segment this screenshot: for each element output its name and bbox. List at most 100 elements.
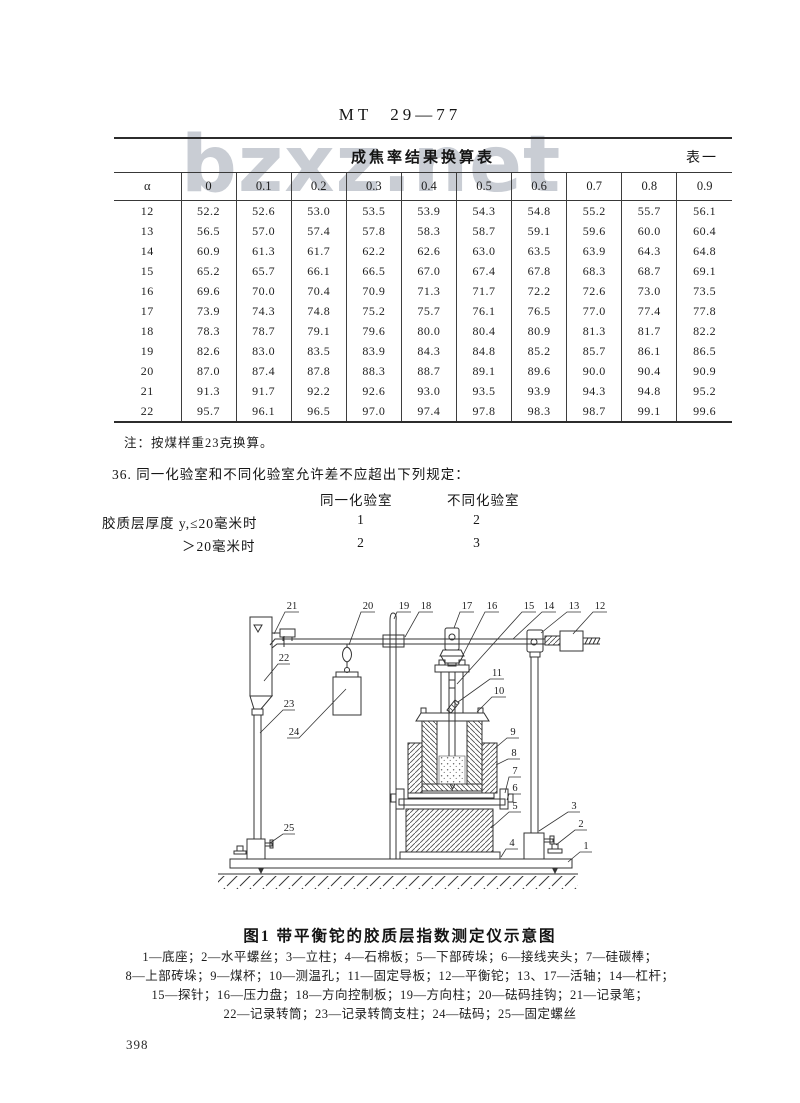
table-cell: 56.5 xyxy=(180,221,237,241)
table-cell: 89.6 xyxy=(511,361,567,381)
table-cell: 68.7 xyxy=(621,261,677,281)
figure-callout-7: 7 xyxy=(512,766,517,777)
table-cell: 66.5 xyxy=(345,261,402,281)
column-header: 0.3 xyxy=(345,172,402,201)
table-cell: 60.4 xyxy=(676,221,732,241)
table-cell: 74.3 xyxy=(235,301,292,321)
allowance-row2-label: ＞20毫米时 xyxy=(182,539,256,554)
table-cell: 88.3 xyxy=(345,361,402,381)
table-cell: 57.4 xyxy=(290,221,347,241)
fixed-guide-plate xyxy=(434,664,470,673)
silicon-carbide-rod xyxy=(407,792,495,799)
row-header: 17 xyxy=(140,303,154,318)
table-cell: 54.8 xyxy=(511,200,567,221)
figure-callout-18: 18 xyxy=(421,601,432,612)
table-cell: 93.5 xyxy=(455,381,512,401)
table-cell: 65.2 xyxy=(180,261,237,281)
table-cell: 85.7 xyxy=(566,341,622,361)
table-cell: 97.4 xyxy=(400,401,457,422)
column-header: 0.6 xyxy=(511,172,567,201)
table-cell: 71.7 xyxy=(455,281,512,301)
figure-callout-23: 23 xyxy=(284,699,295,710)
table-cell: 79.6 xyxy=(345,321,402,341)
allowance-row2-value1: 2 xyxy=(357,535,365,550)
table-cell: 90.4 xyxy=(621,361,677,381)
table-cell: 84.3 xyxy=(400,341,457,361)
figure-callout-8: 8 xyxy=(511,748,516,759)
table-cell: 74.8 xyxy=(290,301,347,321)
legend-line: 1—底座；2—水平螺丝；3—立柱；4—石棉板；5—下部砖垛；6—接线夹头；7—硅… xyxy=(142,950,658,964)
pen-tip-mark xyxy=(253,624,263,634)
table-cell: 54.3 xyxy=(455,200,512,221)
table-cell: 67.8 xyxy=(511,261,567,281)
table-cell: 57.8 xyxy=(345,221,402,241)
table-cell: 80.0 xyxy=(400,321,457,341)
table-cell: 60.0 xyxy=(621,221,677,241)
upper-brick-pile xyxy=(407,742,423,794)
figure-callout-13: 13 xyxy=(569,601,580,612)
table-cell: 58.3 xyxy=(400,221,457,241)
table-cell: 56.1 xyxy=(676,200,732,221)
row-header: 16 xyxy=(140,283,154,298)
table-cell: 62.2 xyxy=(345,241,402,261)
coal-sample xyxy=(438,755,466,785)
figure-callout-20: 20 xyxy=(363,601,374,612)
table-cell: 72.2 xyxy=(511,281,567,301)
table-cell: 78.7 xyxy=(235,321,292,341)
drum-collar xyxy=(251,708,264,716)
table-cell: 77.4 xyxy=(621,301,677,321)
threaded-rod xyxy=(544,635,561,646)
table-cell: 81.7 xyxy=(621,321,677,341)
table-cell: 84.8 xyxy=(455,341,512,361)
table-cell: 96.1 xyxy=(235,401,292,422)
table-cell: 65.7 xyxy=(235,261,292,281)
figure-callout-10: 10 xyxy=(494,686,505,697)
figure-callout-19: 19 xyxy=(399,601,410,612)
lower-brick-pile xyxy=(405,808,494,853)
figure-callout-14: 14 xyxy=(544,601,555,612)
row-header: 22 xyxy=(140,403,154,418)
probe-detail xyxy=(446,699,460,714)
table-cell: 70.0 xyxy=(235,281,292,301)
figure-callout-24: 24 xyxy=(289,727,300,738)
table-cell: 85.2 xyxy=(511,341,567,361)
row-header: 21 xyxy=(140,383,154,398)
table-cell: 90.9 xyxy=(676,361,732,381)
table-title: 成焦率结果换算表 xyxy=(350,150,495,166)
leveling-spikes xyxy=(258,868,558,874)
figure-callout-2: 2 xyxy=(578,819,583,830)
table-cell: 53.9 xyxy=(400,200,457,221)
table-cell: 64.3 xyxy=(621,241,677,261)
table-cell: 68.3 xyxy=(566,261,622,281)
table-cell: 95.7 xyxy=(180,401,237,422)
table-cell: 87.8 xyxy=(290,361,347,381)
table-note: 注：按煤样重23克换算。 xyxy=(124,436,274,450)
allowance-col2-header: 不同化验室 xyxy=(447,493,520,508)
table-cell: 81.3 xyxy=(566,321,622,341)
table-cell: 52.2 xyxy=(180,200,237,221)
fixing-screw xyxy=(264,842,273,847)
column-foot-left xyxy=(246,838,266,860)
asbestos-board xyxy=(399,851,501,860)
table-cell: 86.1 xyxy=(621,341,677,361)
table-cell: 55.7 xyxy=(621,200,677,221)
balance-weight xyxy=(559,630,584,652)
pivot-bracket-right xyxy=(526,629,544,653)
figure-callout-5: 5 xyxy=(512,801,517,812)
figure-callout-9: 9 xyxy=(510,727,515,738)
row-header: 14 xyxy=(140,243,154,258)
drum-funnel xyxy=(249,695,274,710)
table-cell: 92.6 xyxy=(345,381,402,401)
row-header: 12 xyxy=(140,203,154,218)
table-cell: 98.3 xyxy=(511,401,567,422)
legend-line: 8—上部砖垛；9—煤杯；10—测温孔；11—固定导板；12—平衡铊；13、17—… xyxy=(125,969,675,983)
figure-callout-3: 3 xyxy=(571,801,576,812)
